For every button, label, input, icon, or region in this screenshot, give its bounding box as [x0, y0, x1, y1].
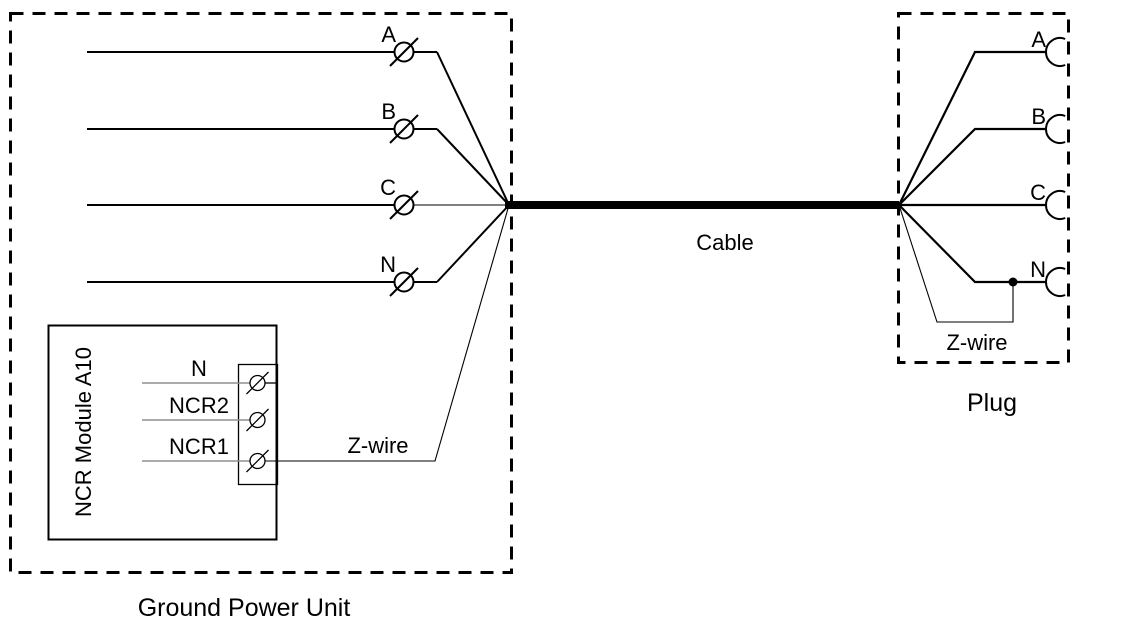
ground-power-unit	[9, 12, 513, 574]
cable: Cable	[505, 201, 899, 255]
socket-contact-icon	[1045, 114, 1066, 144]
terminal-slash-icon	[246, 449, 269, 473]
socket-contact-icon	[1045, 37, 1066, 67]
terminal-slash-icon	[246, 371, 269, 395]
phase-label-c: C	[380, 175, 396, 200]
fanout-line-b	[436, 128, 510, 206]
z-wire-label: Z-wire	[946, 330, 1007, 355]
terminal-slash-icon	[389, 37, 419, 67]
z-wire-line	[898, 204, 1014, 323]
gpu-z-wire: Z-wire	[265, 204, 510, 462]
terminal-slash-icon	[389, 114, 419, 144]
ncr-terminal-label-ncr2: NCR2	[169, 393, 229, 418]
phase-label-b: B	[381, 99, 396, 124]
ncr-module: NCR Module A10 N NCR2 NCR1	[47, 324, 279, 541]
terminal-icon	[249, 411, 266, 429]
phase-label-n: N	[380, 252, 396, 277]
gpu-boundary-box	[9, 12, 513, 574]
socket-contact-icon	[1045, 267, 1066, 297]
cable-label: Cable	[696, 230, 753, 255]
ncr-terminal-label-n: N	[191, 356, 207, 381]
gpu-caption: Ground Power Unit	[138, 594, 351, 622]
pin-label-a: A	[1031, 27, 1046, 52]
gpu-phase-lines: A B C N	[87, 22, 510, 297]
fanout-line-a	[436, 51, 510, 206]
cable-line	[505, 201, 899, 209]
plug-pins: A B C N Z-wire	[898, 27, 1066, 355]
pin-label-b: B	[1031, 104, 1046, 129]
pin-line-n	[898, 204, 1046, 284]
z-wire-line	[265, 204, 510, 462]
pin-label-n: N	[1030, 257, 1046, 282]
terminal-slash-icon	[246, 408, 269, 432]
pin-line-a	[898, 50, 1046, 206]
plug-boundary-box	[897, 12, 1070, 364]
pin-line-b	[898, 127, 1046, 206]
ncr-module-box	[47, 324, 278, 541]
ncr-terminal-label-ncr1: NCR1	[169, 434, 229, 459]
plug	[897, 12, 1070, 364]
terminal-slash-icon	[389, 267, 419, 297]
fanout-line-n	[436, 204, 510, 283]
plug-caption: Plug	[967, 389, 1017, 417]
terminal-block	[237, 363, 279, 486]
ncr-module-title: NCR Module A10	[71, 347, 96, 517]
terminal-slash-icon	[389, 190, 419, 220]
pin-label-c: C	[1030, 180, 1046, 205]
socket-contact-icon	[1045, 190, 1066, 220]
phase-label-a: A	[381, 22, 396, 47]
z-wire-label: Z-wire	[347, 433, 408, 458]
